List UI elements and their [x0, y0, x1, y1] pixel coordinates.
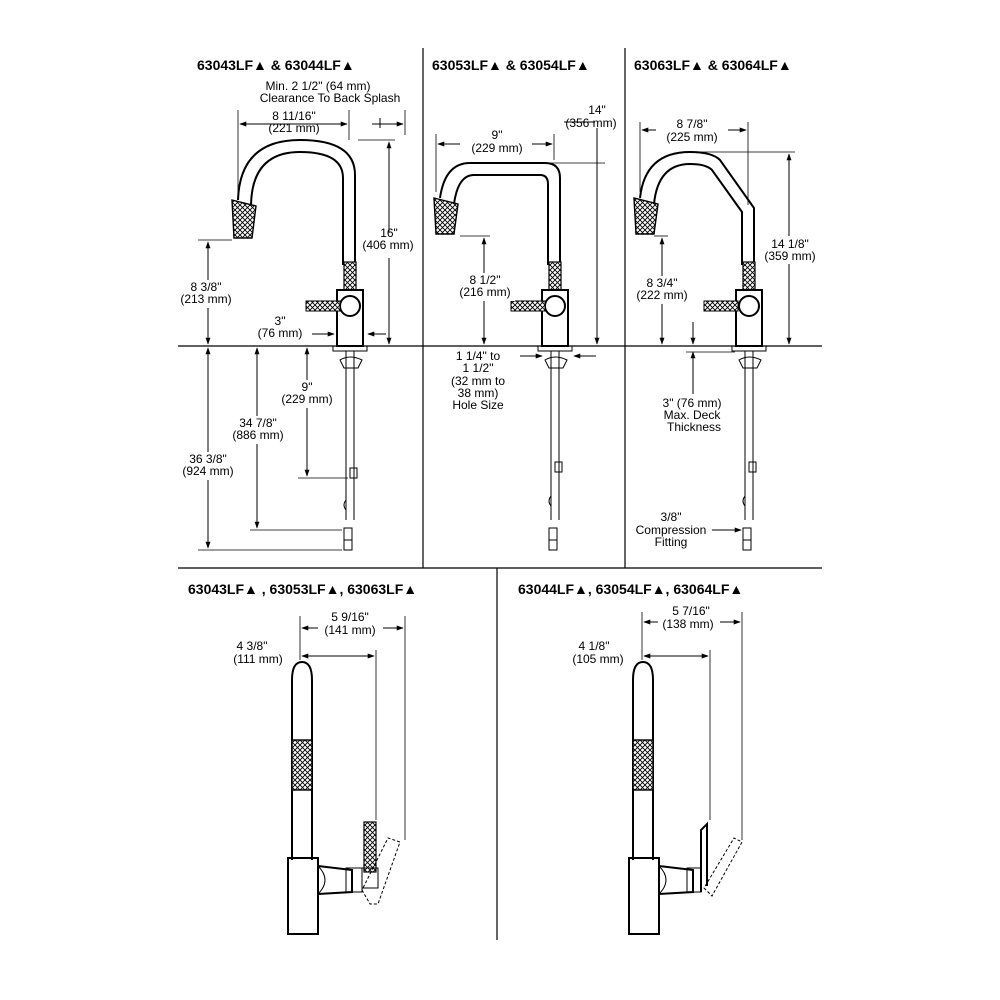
panel-angled-spout: 63063LF▲ & 63064LF▲ 8 7/8" (225 mm) [631, 57, 822, 551]
dim-outer: 5 9/16" [331, 610, 369, 624]
faucet-angled-drawing [633, 150, 767, 551]
dim-shank-mm: (229 mm) [281, 392, 332, 406]
dim-inner-mm: (105 mm) [572, 652, 623, 666]
dim-height-mm: (359 mm) [764, 249, 815, 263]
panel-title: 63044LF▲, 63054LF▲, 63064LF▲ [518, 581, 743, 597]
panel-side-view-b: 63044LF▲, 63054LF▲, 63064LF▲ 5 7/16" (13… [518, 581, 743, 935]
dim-clearance-line2: Clearance To Back Splash [260, 91, 401, 105]
dim-hole-line5: Hole Size [452, 398, 504, 412]
dim-reach-mm: (229 mm) [471, 141, 522, 155]
dim-clearance-line1: Min. 2 1/2" (64 mm) [266, 79, 371, 93]
faucet-gooseneck-drawing [231, 138, 368, 551]
dim-deck-line3: Thickness [667, 420, 721, 434]
dim-inner: 4 3/8" [237, 639, 268, 653]
dim-hole-line3: (32 mm to [451, 374, 505, 388]
crosshatched-grip [291, 739, 313, 791]
dim-inner-mm: (111 mm) [233, 652, 283, 666]
spray-head [231, 199, 257, 239]
dim-height-mm: (356 mm) [565, 116, 616, 130]
handle-swing-outline [703, 837, 743, 897]
faucet-side-drawing [287, 660, 401, 935]
panel-title: 63043LF▲ , 63053LF▲, 63063LF▲ [188, 581, 417, 597]
dim-height: 14" [588, 103, 606, 117]
handle-lever [703, 300, 739, 312]
dim-reach: 8 11/16" [272, 109, 315, 123]
dim-outer: 5 7/16" [672, 604, 710, 618]
panel-title: 63043LF▲ & 63044LF▲ [197, 57, 355, 73]
spray-head [433, 197, 459, 235]
spray-head [633, 197, 659, 235]
dim-reach-mm: (225 mm) [666, 130, 717, 144]
dim-total-mm: (924 mm) [182, 464, 233, 478]
dim-outer-mm: (138 mm) [662, 617, 713, 631]
dim-hose-mm: (886 mm) [232, 428, 283, 442]
handle-lever [700, 821, 708, 892]
dim-reach: 9" [492, 128, 503, 142]
dim-base-mm: (76 mm) [258, 326, 303, 340]
dim-spout-height-mm: (213 mm) [180, 292, 231, 306]
dim-shank: 9" [302, 380, 313, 394]
dim-reach: 8 7/8" [677, 117, 708, 131]
dim-hole-line4: 38 mm) [458, 386, 499, 400]
dim-outer-mm: (141 mm) [324, 623, 375, 637]
dim-hose: 34 7/8" [239, 416, 277, 430]
panel-side-view-a: 63043LF▲ , 63053LF▲, 63063LF▲ 5 9/16" (1… [188, 581, 417, 935]
dim-deck-line1: 3" (76 mm) [663, 396, 722, 410]
handle-lever [363, 821, 377, 873]
dim-fitting-line1: 3/8" [661, 510, 682, 524]
handle-lever [510, 300, 546, 312]
panel-title: 63063LF▲ & 63064LF▲ [634, 57, 792, 73]
dim-total: 36 3/8" [189, 452, 227, 466]
dim-reach-mm: (221 mm) [268, 121, 319, 135]
dim-spout-height: 8 3/4" [647, 276, 678, 290]
faucet-side-drawing [628, 660, 743, 935]
dim-hole-line2: 1 1/2" [463, 361, 494, 375]
dim-inner: 4 1/8" [579, 639, 610, 653]
panel-square-spout: 63053LF▲ & 63054LF▲ 9" (229 mm) [432, 57, 617, 551]
dim-spout-height-mm: (216 mm) [459, 285, 510, 299]
dim-base: 3" [275, 314, 286, 328]
crosshatched-grip [742, 261, 756, 291]
dim-height-mm: (406 mm) [362, 238, 413, 252]
dim-height: 16" [380, 226, 398, 240]
panel-dividers [178, 48, 822, 940]
crosshatched-grip [632, 739, 654, 791]
dim-deck-line2: Max. Deck [664, 408, 722, 422]
panel-title: 63053LF▲ & 63054LF▲ [432, 57, 590, 73]
faucet-square-drawing [433, 162, 573, 551]
handle-swing-outline [361, 837, 401, 905]
dim-fitting-line2: Compression [636, 523, 707, 537]
dim-fitting-line3: Fitting [655, 535, 688, 549]
dim-hole-line1: 1 1/4" to [456, 349, 501, 363]
dim-spout-height-mm: (222 mm) [636, 288, 687, 302]
panel-gooseneck: 63043LF▲ & 63044LF▲ Min. 2 1/2" (64 mm) … [178, 57, 414, 551]
dim-height: 14 1/8" [771, 237, 809, 251]
crosshatched-grip [548, 261, 562, 291]
dim-spout-height: 8 1/2" [470, 273, 501, 287]
handle-lever [305, 300, 341, 312]
dim-spout-height: 8 3/8" [191, 280, 222, 294]
crosshatched-grip [343, 261, 357, 291]
